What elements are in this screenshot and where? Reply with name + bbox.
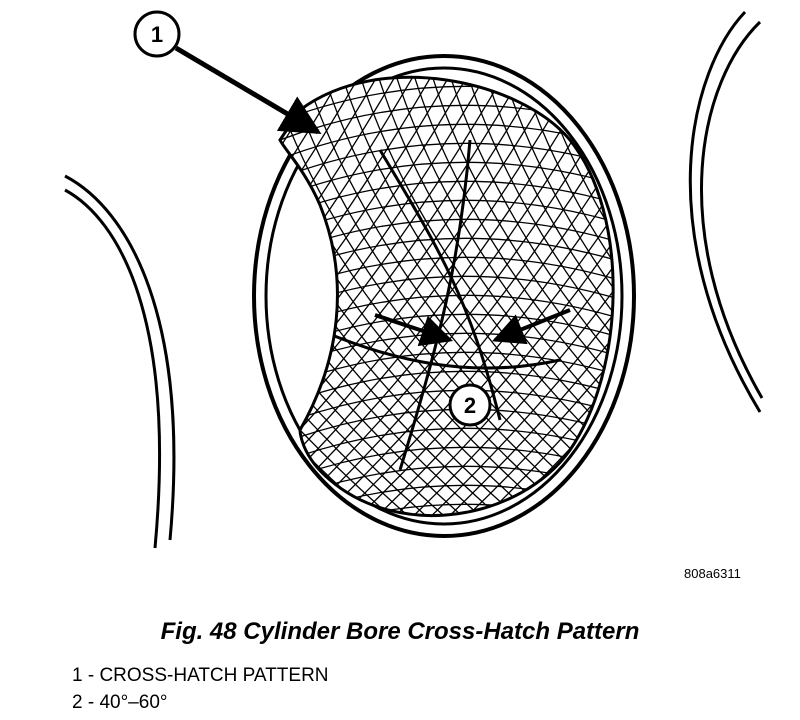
cylinder-bore-outline [252, 54, 636, 538]
callout-2-number: 2 [464, 393, 476, 418]
cross-hatch-pattern [280, 77, 614, 516]
callout-1: 1 [133, 10, 322, 135]
legend-item-1: 1 - CROSS-HATCH PATTERN [72, 665, 329, 686]
hatch-boundary [278, 75, 615, 517]
cylinder-bore-diagram: 1 2 [64, 10, 764, 549]
callout-1-number: 1 [151, 22, 163, 47]
left-cylinder-bore [64, 174, 176, 549]
legend: 1 - CROSS-HATCH PATTERN 2 - 40°–60° [72, 662, 329, 716]
figure-caption: Fig. 48 Cylinder Bore Cross-Hatch Patter… [160, 618, 640, 645]
figure-reference-code: 808a6311 [684, 566, 741, 581]
legend-item-2: 2 - 40°–60° [72, 692, 168, 713]
right-cylinder-bore [688, 10, 764, 413]
callout-2: 2 [374, 308, 571, 427]
